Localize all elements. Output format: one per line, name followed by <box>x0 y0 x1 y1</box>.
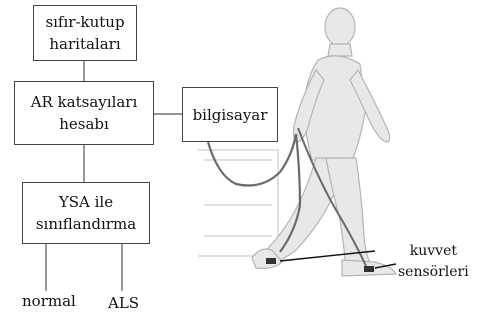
force-sensors-label: kuvvet sensörleri <box>398 241 469 283</box>
walking-person-figure <box>252 8 396 276</box>
force-sensor-right <box>364 266 374 272</box>
computer-box: bilgisayar <box>182 87 278 142</box>
zero-pole-maps-box: sıfır-kutup haritaları <box>33 5 137 61</box>
treadmill-frame <box>198 150 278 256</box>
output-als-label: ALS <box>108 293 139 313</box>
ann-classification-box: YSA ile sınıflandırma <box>22 182 150 244</box>
output-normal-label: normal <box>22 291 76 311</box>
ar-coefficients-box: AR katsayıları hesabı <box>14 81 154 145</box>
force-sensor-left <box>266 258 276 264</box>
